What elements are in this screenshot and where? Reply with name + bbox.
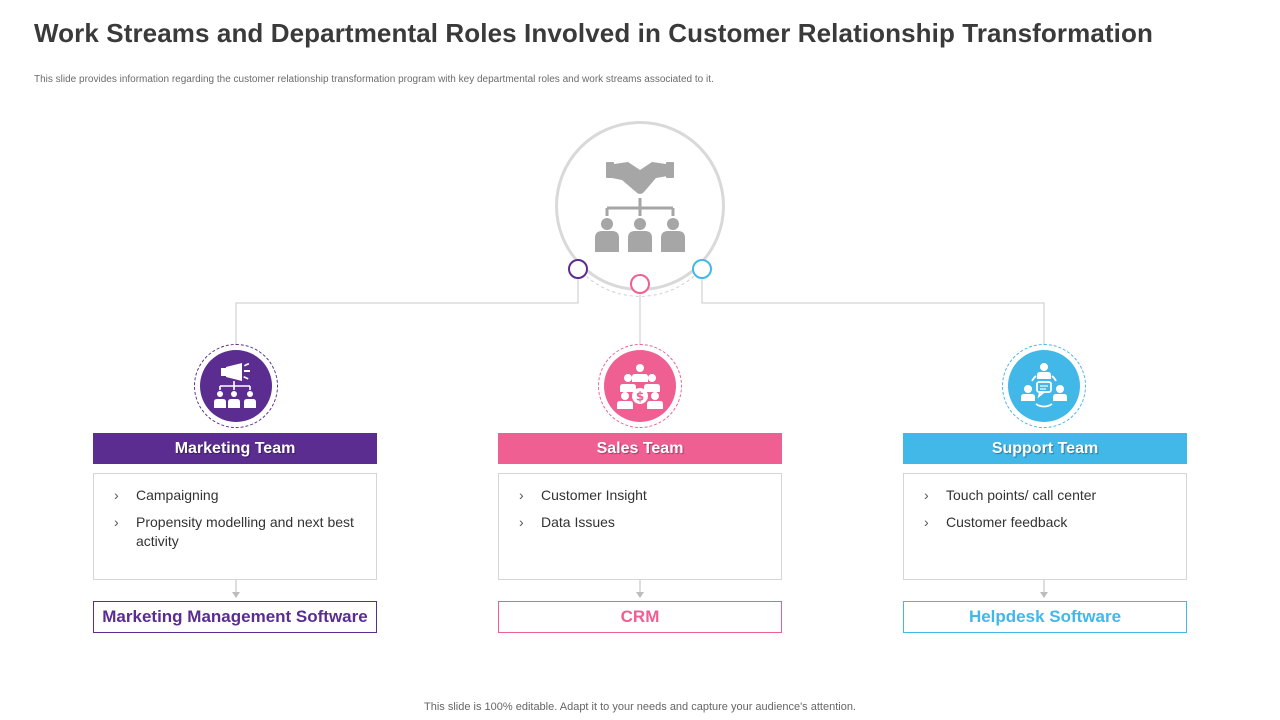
hub-lower-dashed-arc [577,267,703,297]
chevron-right-icon: › [114,514,119,530]
list-item: ›Data Issues [519,514,615,530]
chevron-right-icon: › [114,487,119,503]
marketing-software-box: Marketing Management Software [93,601,377,633]
sales-software-box: CRM [498,601,782,633]
support-team-box: ›Touch points/ call center ›Customer fee… [903,473,1187,580]
hub-dot-support [692,259,712,279]
handshake-org-chart-icon [595,162,685,252]
sales-icon-circle: $ [604,350,676,422]
arrow-marketing [232,580,240,598]
sales-team-dollar-icon: $ [617,364,663,409]
sales-icon-ring [598,344,682,428]
list-item: ›Customer feedback [924,514,1068,530]
chevron-right-icon: › [924,487,929,503]
list-item: ›Propensity modelling and next best acti… [114,514,354,549]
marketing-icon-circle [200,350,272,422]
chevron-right-icon: › [519,487,524,503]
megaphone-team-icon [214,362,256,408]
support-software-box: Helpdesk Software [903,601,1187,633]
list-item: ›Campaigning [114,487,219,503]
support-team-chat-icon [1021,363,1067,408]
marketing-team-header: Marketing Team [93,433,377,464]
chevron-right-icon: › [924,514,929,530]
sales-team-box: ›Customer Insight ›Data Issues [498,473,782,580]
support-icon-circle [1008,350,1080,422]
page-subtitle: This slide provides information regardin… [34,74,714,85]
marketing-team-box: ›Campaigning ›Propensity modelling and n… [93,473,377,580]
arrow-sales [636,580,644,598]
footer-note: This slide is 100% editable. Adapt it to… [424,701,856,713]
marketing-icon-ring [194,344,278,428]
list-item: ›Touch points/ call center [924,487,1097,503]
hub-dot-sales [630,274,650,294]
list-item: ›Customer Insight [519,487,647,503]
svg-text:$: $ [636,390,644,404]
connector-marketing [235,279,579,344]
chevron-right-icon: › [519,514,524,530]
support-icon-ring [1002,344,1086,428]
hub-dot-marketing [568,259,588,279]
connector-support [701,279,1045,344]
arrow-support [1040,580,1048,598]
support-team-header: Support Team [903,433,1187,464]
page-title: Work Streams and Departmental Roles Invo… [34,18,1153,48]
sales-team-header: Sales Team [498,433,782,464]
